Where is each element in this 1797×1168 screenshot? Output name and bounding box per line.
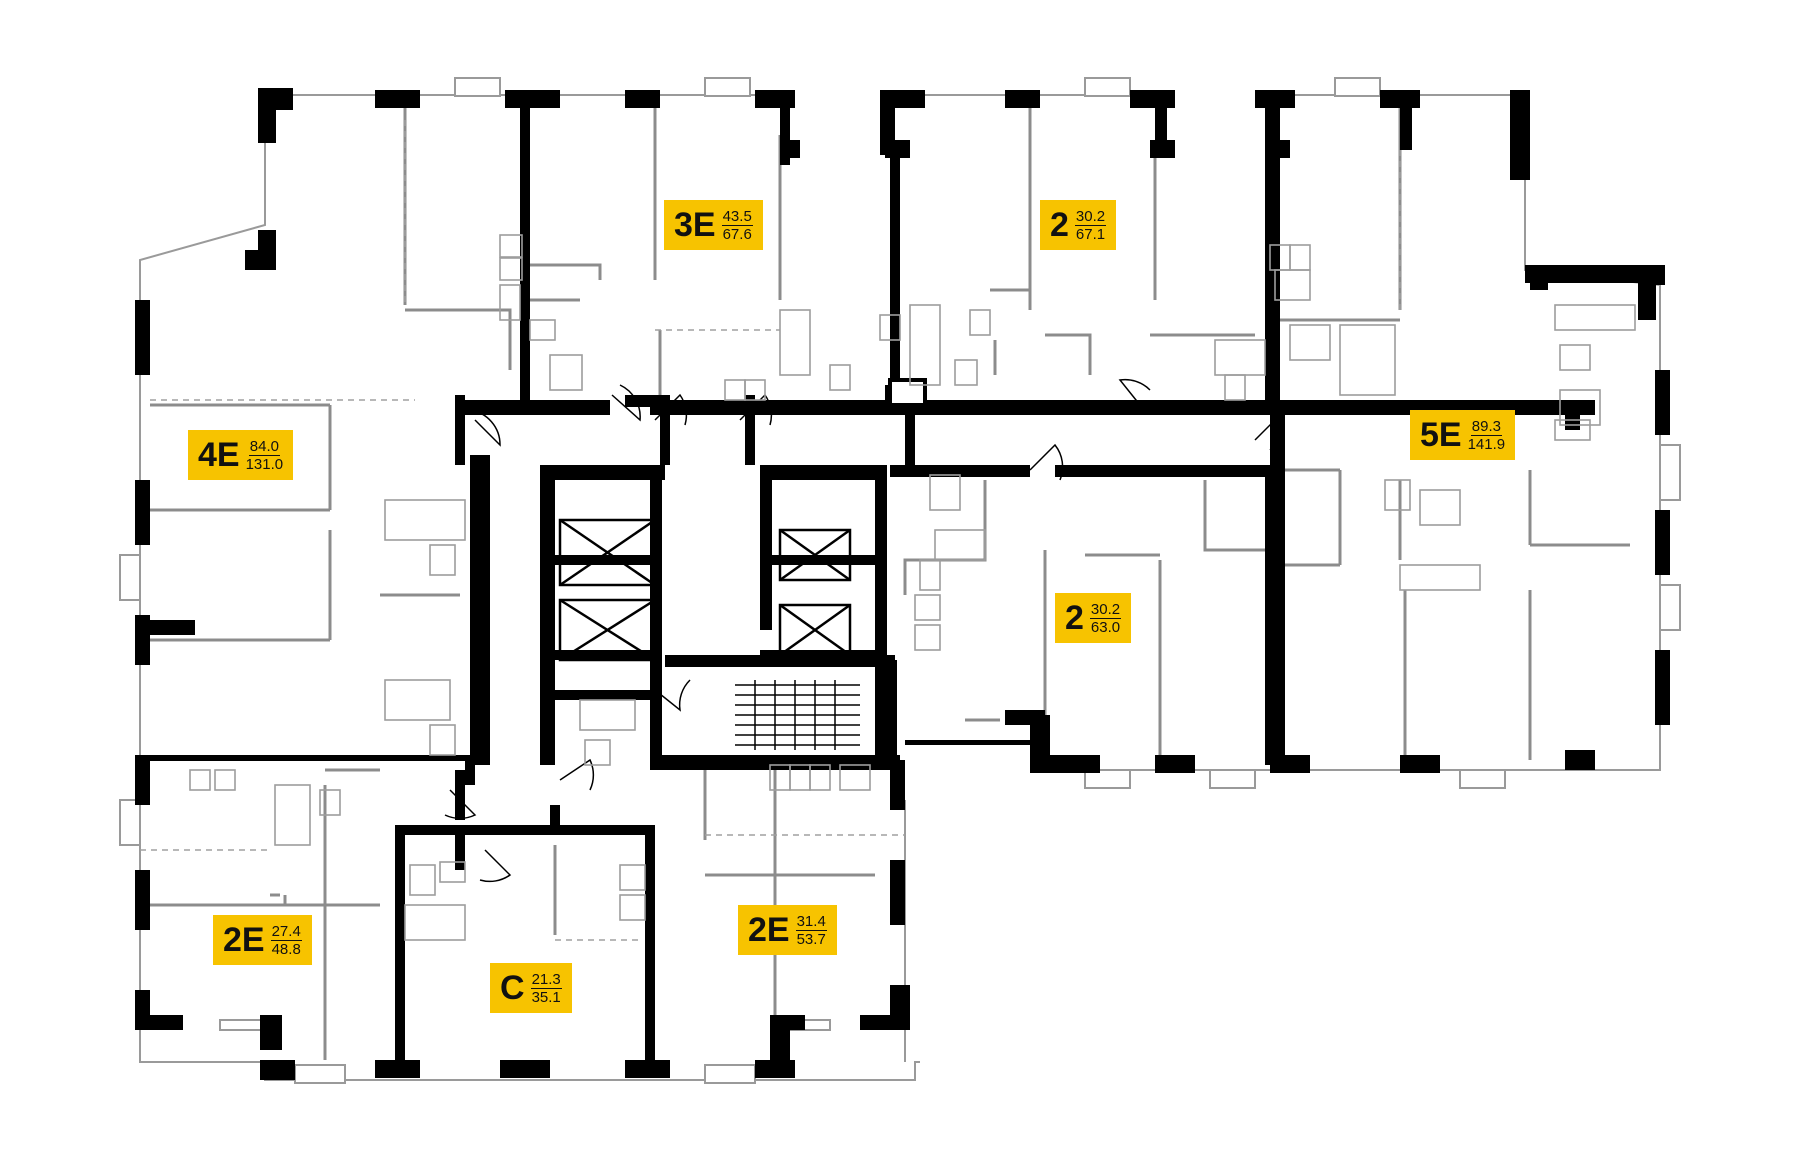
apartment-badge: C 21.3 35.1	[490, 963, 572, 1013]
apartment-areas: 27.4 48.8	[270, 922, 302, 958]
apartment-type: 2E	[223, 921, 265, 959]
living-area: 30.2	[1089, 600, 1122, 619]
apartment-type: 2E	[748, 911, 790, 949]
living-area: 30.2	[1074, 207, 1107, 226]
apartment-areas: 84.0 131.0	[246, 438, 284, 473]
total-area: 67.6	[722, 225, 752, 243]
living-area: 21.3	[530, 970, 562, 989]
total-area: 67.1	[1075, 225, 1106, 243]
total-area: 35.1	[531, 988, 561, 1006]
apartment-type: 2	[1065, 599, 1084, 637]
apartment-badge: 5E 89.3 141.9	[1410, 410, 1516, 460]
living-area: 31.4	[795, 912, 827, 931]
apartment-type: 3E	[674, 206, 716, 244]
apartment-type: 4E	[198, 436, 240, 474]
apartment-type: C	[500, 969, 525, 1007]
apartment-badge: 2 30.2 67.1	[1040, 200, 1117, 250]
living-area: 43.5	[721, 207, 753, 226]
zone-dashes	[140, 120, 1401, 941]
total-area: 53.7	[796, 930, 826, 948]
elevators	[558, 518, 852, 662]
windows	[119, 77, 1681, 1084]
apartment-areas: 31.4 53.7	[795, 912, 827, 948]
apartment-areas: 43.5 67.6	[721, 207, 753, 243]
apartment-badge: 2E 27.4 48.8	[213, 915, 312, 965]
apartment-areas: 21.3 35.1	[530, 970, 562, 1006]
total-area: 131.0	[245, 455, 284, 473]
apartment-type: 2	[1050, 206, 1069, 244]
apartment-areas: 89.3 141.9	[1468, 418, 1506, 453]
living-area: 89.3	[1470, 417, 1502, 436]
living-area: 27.4	[270, 922, 302, 941]
door-swings	[444, 378, 1283, 883]
apartment-badge: 4E 84.0 131.0	[188, 430, 294, 480]
apartment-areas: 30.2 63.0	[1089, 600, 1122, 636]
total-area: 48.8	[271, 940, 301, 958]
total-area: 141.9	[1467, 435, 1506, 453]
total-area: 63.0	[1090, 618, 1121, 636]
walls	[135, 88, 1670, 1080]
apartment-badge: 2 30.2 63.0	[1055, 593, 1132, 643]
apartment-areas: 30.2 67.1	[1074, 207, 1107, 243]
fixtures	[189, 234, 1636, 941]
apartment-badge: 2E 31.4 53.7	[738, 905, 837, 955]
apartment-type: 5E	[1420, 416, 1462, 454]
stairs	[735, 680, 860, 750]
living-area: 84.0	[248, 437, 280, 456]
apartment-badge: 3E 43.5 67.6	[664, 200, 763, 250]
